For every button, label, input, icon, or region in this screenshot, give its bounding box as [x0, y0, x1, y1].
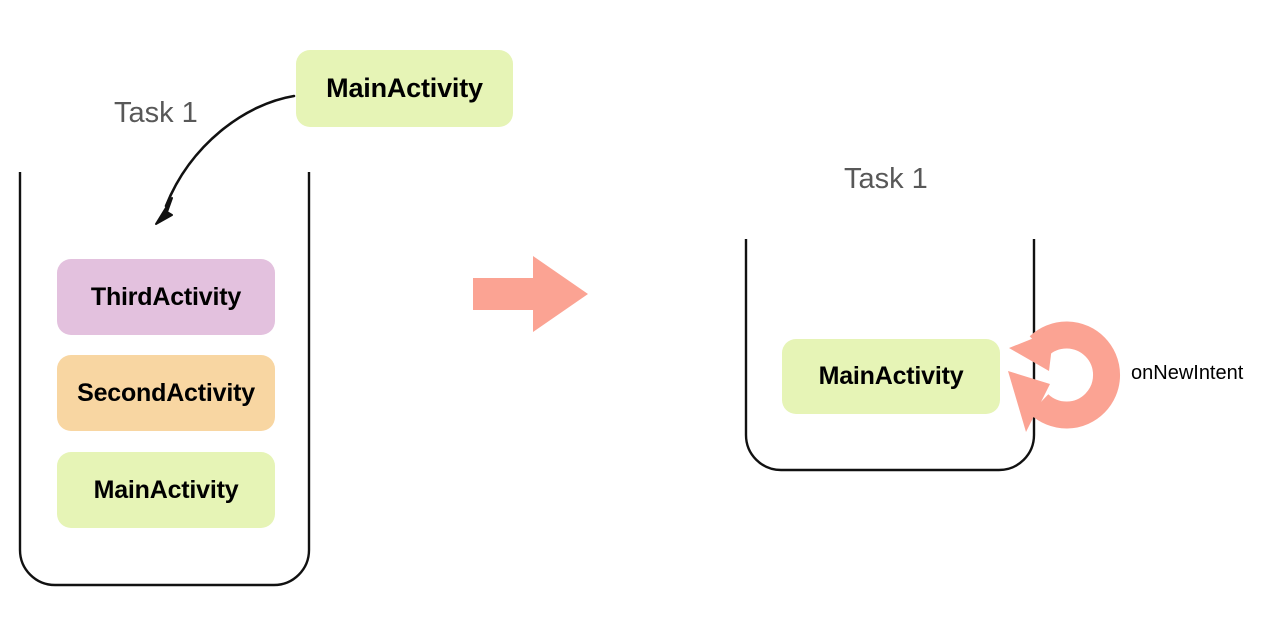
stack-item-secondactivity[interactable]: SecondActivity: [57, 355, 275, 431]
task-label-right: Task 1: [844, 163, 928, 195]
right-stack-item-mainactivity[interactable]: MainActivity: [782, 339, 1000, 414]
incoming-activity-chip-mainactivity[interactable]: MainActivity: [296, 50, 513, 127]
onnewintent-label: onNewIntent: [1131, 362, 1244, 384]
task-label-left: Task 1: [114, 97, 198, 129]
arrowhead-icon: [155, 197, 173, 225]
circular-refresh-arrow-icon: [1008, 321, 1121, 432]
right-arrow-icon: [473, 256, 588, 332]
stack-item-mainactivity[interactable]: MainActivity: [57, 452, 275, 528]
stack-item-thirdactivity[interactable]: ThirdActivity: [57, 259, 275, 335]
